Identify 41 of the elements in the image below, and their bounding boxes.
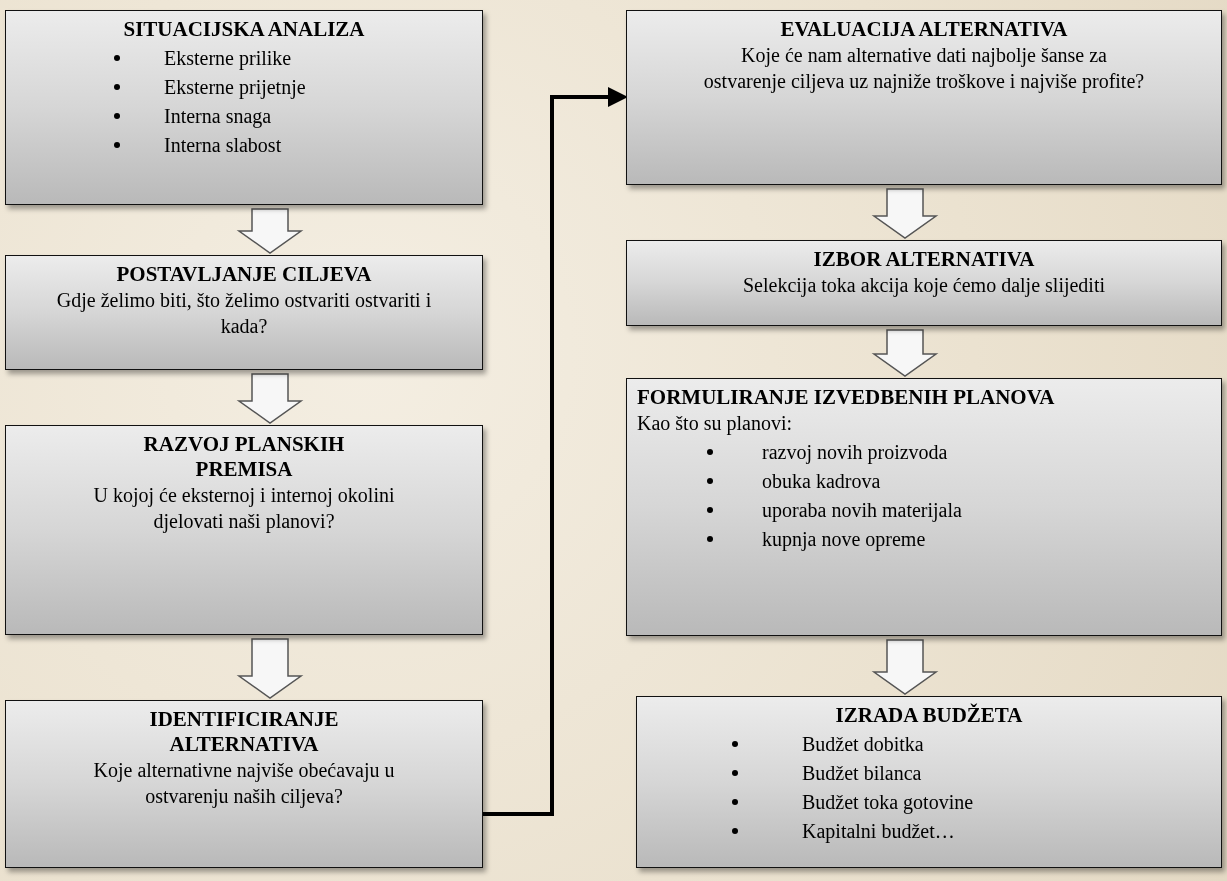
- bullet-item: Kapitalni budžet…: [802, 820, 955, 843]
- box-heading: SITUACIJSKA ANALIZA: [122, 17, 366, 43]
- block-arrow: [236, 373, 304, 424]
- process-box: [5, 700, 483, 868]
- block-arrow: [871, 329, 939, 377]
- box-description: Koje će nam alternative dati najbolje šanse za ostvarenje ciljeva uz najniže troškove i najviše profite?: [702, 43, 1146, 95]
- block-arrow: [871, 639, 939, 695]
- box-heading: RAZVOJ PLANSKIH PREMISA: [142, 432, 346, 483]
- bullet-item: Budžet toka gotovine: [802, 791, 974, 814]
- block-arrow: [236, 208, 304, 254]
- box-description: Gdje želimo biti, što želimo ostvariti ostvariti i kada?: [55, 288, 433, 340]
- bullet-item: Interna slabost: [164, 134, 282, 157]
- process-box: [626, 240, 1222, 326]
- process-box: [626, 378, 1222, 636]
- box-heading: EVALUACIJA ALTERNATIVA: [779, 17, 1069, 43]
- connector-arrow: [483, 87, 628, 816]
- process-box: [636, 696, 1222, 868]
- box-heading: IDENTIFICIRANJE ALTERNATIVA: [148, 707, 340, 758]
- box-description: Selekcija toka akcija koje ćemo dalje slijediti: [741, 273, 1107, 299]
- bullet-item: Budžet dobitka: [802, 733, 924, 756]
- bullet-item: Eksterne prilike: [164, 47, 292, 70]
- box-heading: FORMULIRANJE IZVEDBENIH PLANOVA: [637, 385, 1056, 411]
- box-heading: IZBOR ALTERNATIVA: [812, 247, 1036, 273]
- box-description: U kojoj će eksternoj i internoj okolini djelovati naši planovi?: [92, 483, 396, 535]
- bullet-item: uporaba novih materijala: [762, 499, 962, 522]
- bullet-item: razvoj novih proizvoda: [762, 441, 948, 464]
- bullet-item: Eksterne prijetnje: [164, 76, 306, 99]
- bullet-item: Budžet bilanca: [802, 762, 922, 785]
- block-arrow: [236, 638, 304, 699]
- process-box: [5, 425, 483, 635]
- box-heading: POSTAVLJANJE CILJEVA: [115, 262, 373, 288]
- bullet-item: kupnja nove opreme: [762, 528, 926, 551]
- process-box: [5, 255, 483, 370]
- bullet-item: obuka kadrova: [762, 470, 881, 493]
- box-heading: IZRADA BUDŽETA: [834, 703, 1024, 729]
- block-arrow: [871, 188, 939, 239]
- bullet-item: Interna snaga: [164, 105, 272, 128]
- process-box: [626, 10, 1222, 185]
- box-description: Kao što su planovi:: [637, 411, 793, 437]
- box-description: Koje alternativne najviše obećavaju u ostvarenju naših ciljeva?: [92, 758, 396, 810]
- process-box: [5, 10, 483, 205]
